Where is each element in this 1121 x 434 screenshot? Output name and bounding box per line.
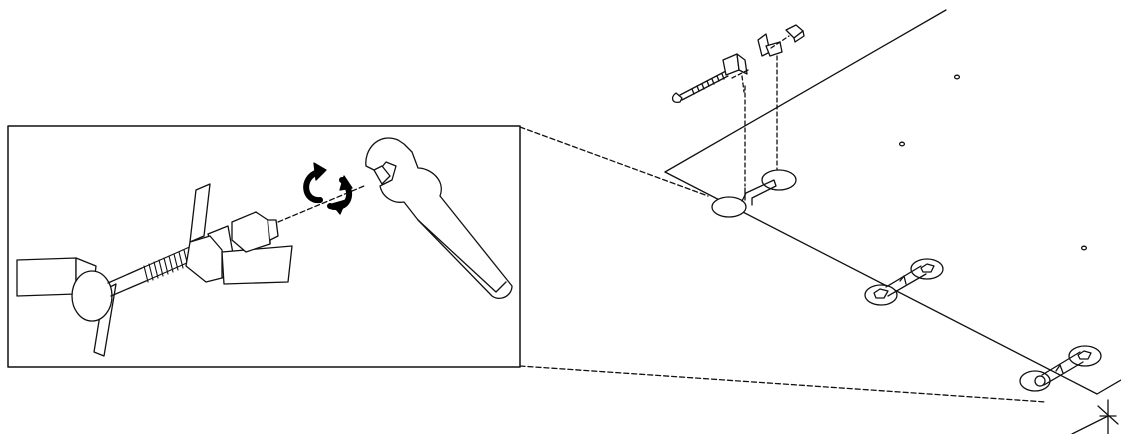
worktop-hole-icon — [910, 258, 944, 280]
detail-bolt-head-icon — [71, 270, 113, 322]
detail-bracket-right-icon — [185, 183, 293, 285]
detail-axis-line — [277, 185, 365, 223]
drill-hole-dot — [953, 74, 961, 80]
carriage-bolt-icon — [671, 70, 729, 103]
worktop-back-edge — [664, 9, 947, 173]
worktop-hole-icon — [761, 169, 797, 191]
rotate-arrow-icon — [303, 162, 353, 215]
connector-joint-3 — [1019, 345, 1102, 392]
detail-bolt-shank-icon — [107, 267, 147, 297]
worktop-hole-icon — [711, 196, 747, 218]
worktop-hole-icon — [864, 284, 898, 306]
detail-callout — [7, 125, 521, 368]
nut-icon — [785, 24, 805, 43]
drill-hole-dot — [1080, 245, 1088, 251]
worktop — [664, 9, 1121, 434]
connector-joint-1 — [711, 169, 797, 218]
exploded-hardware — [671, 24, 805, 187]
drill-hole-dot — [898, 141, 906, 147]
connector-joint-2 — [864, 258, 944, 306]
detail-nut-icon — [231, 211, 279, 253]
mounting-bracket-icon — [722, 53, 748, 93]
corner-leg-icon — [1071, 399, 1119, 434]
wrench-icon — [365, 137, 513, 300]
zoom-leader-lines — [519, 126, 1047, 403]
worktop-hole-icon — [1068, 345, 1102, 367]
mounting-bracket-icon — [757, 33, 783, 57]
worktop-right-edge — [1096, 379, 1121, 395]
